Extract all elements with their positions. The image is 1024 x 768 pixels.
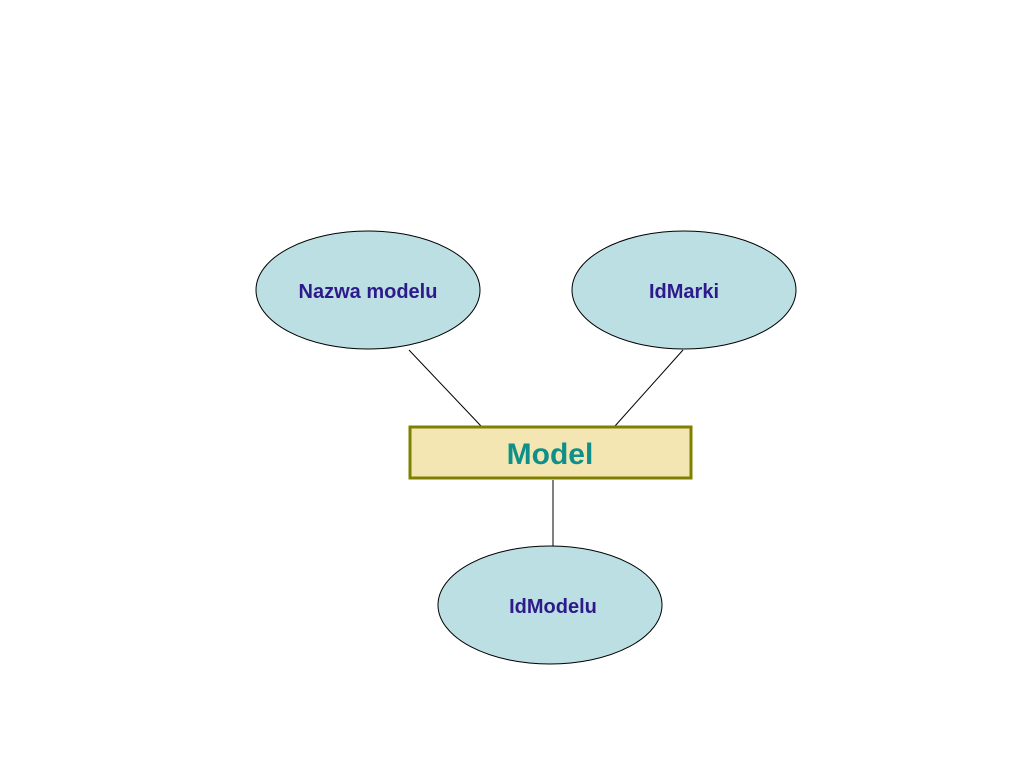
- attribute-ellipse: [571, 230, 797, 350]
- attribute-label: IdModelu: [509, 596, 597, 618]
- attribute-label: IdMarki: [649, 281, 719, 303]
- attribute-idmodelu[interactable]: IdModelu: [437, 545, 663, 665]
- entity-model[interactable]: Model: [408, 425, 693, 480]
- connector-idmarki: [614, 349, 684, 427]
- attribute-ellipse: [437, 545, 663, 665]
- attribute-label: Nazwa modelu: [299, 281, 438, 303]
- entity-label: Model: [507, 438, 594, 471]
- attribute-nazwa-modelu[interactable]: Nazwa modelu: [255, 230, 481, 350]
- attribute-idmarki[interactable]: IdMarki: [571, 230, 797, 350]
- attribute-ellipse: [255, 230, 481, 350]
- entity-box: [408, 425, 693, 480]
- connector-nazwa-modelu: [408, 349, 482, 427]
